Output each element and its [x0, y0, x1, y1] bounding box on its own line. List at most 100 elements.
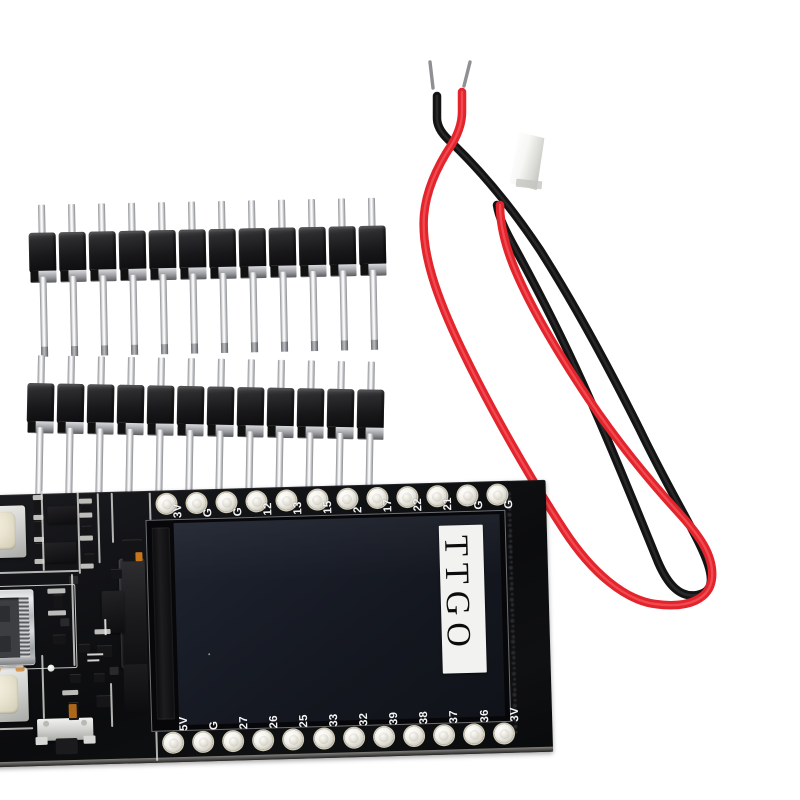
pcb-via: [512, 677, 517, 681]
pcb-via: [509, 587, 514, 591]
header-foot-shadow: [60, 270, 69, 282]
pin-pad-hole: [468, 729, 480, 740]
pin-pad-hole: [168, 737, 179, 748]
header-pin-tip: [160, 344, 169, 355]
header-pin-spacer: [238, 228, 267, 269]
header-pin-bottom: [39, 276, 49, 355]
header-foot-shadow: [120, 268, 129, 281]
pcb-via: [511, 655, 516, 660]
header-foot-shadow: [177, 423, 186, 436]
header-foot-shadow: [330, 264, 339, 276]
smd-part: [53, 594, 63, 609]
pin-label-25: 25: [297, 714, 311, 728]
header-foot-shadow: [180, 267, 189, 279]
header-pin-tip: [70, 345, 79, 357]
pin-header-strip-upper: [28, 197, 401, 357]
pin-label-12: 12: [261, 502, 275, 516]
pcb-via: [509, 581, 514, 586]
pcb-via: [510, 602, 515, 607]
pin-pad-hole: [221, 497, 232, 508]
usb-c-tongue: [0, 605, 11, 623]
pin-pad-hole: [281, 495, 292, 506]
header-pin-spacer: [296, 388, 325, 429]
header-pin-tip: [100, 345, 109, 356]
pin-label-g: G: [207, 720, 220, 731]
pcb-via: [511, 661, 516, 665]
smd-part: [69, 673, 81, 684]
smd-resistor-amber: [68, 703, 77, 719]
pin-pad-32[interactable]: [343, 727, 364, 748]
header-pin-spacer: [118, 230, 147, 272]
header-foot-shadow: [27, 421, 36, 433]
pin-pad-39[interactable]: [374, 727, 394, 747]
pin-pad-hole: [408, 730, 420, 742]
pin-pad-hole: [348, 732, 359, 743]
button-bottom-cap[interactable]: [0, 674, 19, 715]
pin-pad-hole: [318, 733, 329, 744]
solder-pad: [78, 498, 92, 504]
header-pin-tip: [190, 343, 199, 354]
pcb-via: [514, 730, 518, 734]
header-pin-spacer: [236, 387, 265, 428]
header-pin-bottom: [219, 272, 229, 351]
header-pin-spacer: [206, 386, 235, 427]
header-pin-spacer: [86, 384, 115, 425]
pcb-via: [511, 624, 515, 628]
pin-label-39: 39: [388, 711, 401, 726]
smd-part: [80, 503, 92, 513]
pin-label-5v: 5V: [177, 716, 190, 732]
pcb-via: [508, 518, 512, 522]
header-pin-tip: [250, 342, 259, 353]
solder-pad: [79, 512, 93, 518]
pin-pad-33[interactable]: [313, 728, 334, 749]
regulator-ic-lower: [44, 541, 77, 563]
header-foot-shadow: [87, 422, 96, 434]
header-pin-spacer: [26, 382, 55, 424]
slide-switch-actuator[interactable]: [55, 737, 78, 755]
slide-switch-leg-left: [35, 736, 48, 746]
pcb-via: [510, 618, 514, 623]
flex-solder-blob: [135, 552, 143, 562]
header-pin-bottom: [129, 274, 139, 353]
pcb-via: [508, 544, 512, 549]
header-pin-spacer: [358, 225, 387, 267]
pcb-via: [512, 687, 517, 692]
jst-connector-shadow: [515, 178, 543, 190]
header-foot-shadow: [237, 425, 246, 437]
header-pin-spacer: [356, 389, 385, 430]
header-pin-spacer: [148, 229, 177, 271]
header-pin-tip: [310, 340, 319, 352]
header-foot-shadow: [267, 425, 276, 437]
pin-label-g: G: [472, 500, 485, 510]
header-pin-bottom: [249, 272, 259, 351]
pcb-via: [508, 528, 513, 533]
pcb-via: [512, 682, 516, 687]
pin-pad-hole: [161, 498, 172, 510]
header-pin-spacer: [146, 385, 175, 426]
pcb-via: [510, 608, 514, 612]
pin-label-g: G: [201, 507, 214, 518]
header-pin-bottom: [69, 275, 79, 355]
pcb-via: [511, 650, 515, 655]
display-flex-lower: [123, 663, 149, 715]
solder-pad: [94, 628, 111, 635]
pcb-via: [513, 724, 517, 729]
tinned-tip-black: [428, 60, 435, 90]
button-top-cap[interactable]: [0, 511, 17, 551]
slide-switch-leg-right: [83, 735, 96, 744]
pin-pad-hole: [432, 491, 443, 502]
header-pin-spacer: [88, 231, 117, 272]
silk-marking: [87, 659, 100, 662]
smd-part: [102, 644, 113, 658]
header-pin-bottom: [279, 271, 289, 350]
pcb-via: [509, 571, 514, 575]
pin-label-3v: 3V: [171, 503, 184, 519]
header-foot-shadow: [210, 267, 219, 279]
pin-label-33: 33: [327, 713, 341, 727]
pin-pad-hole: [378, 731, 389, 743]
smd-part: [81, 525, 92, 535]
header-foot-shadow: [147, 423, 156, 435]
pin-pad-hole: [462, 490, 473, 501]
pin-label-13: 13: [291, 501, 305, 515]
